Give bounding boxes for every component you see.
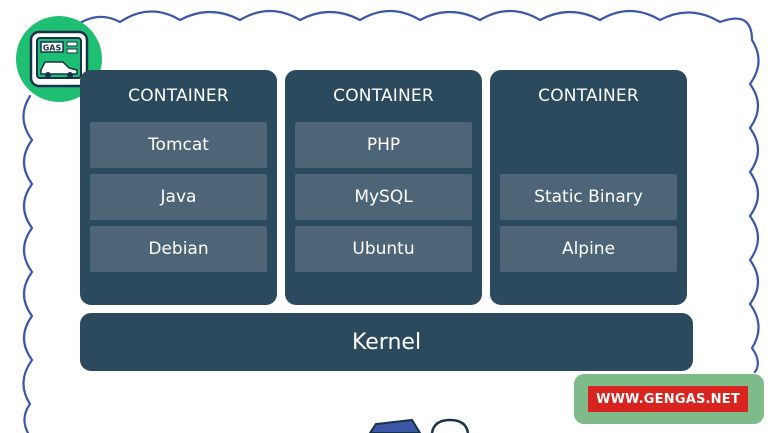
layer-alpine: Alpine — [500, 226, 677, 272]
gas-station-icon: GAS — [29, 30, 89, 88]
container-title: CONTAINER — [538, 86, 639, 106]
layer-tomcat: Tomcat — [90, 122, 267, 168]
logo-text: GAS — [43, 44, 62, 53]
container-title: CONTAINER — [128, 86, 229, 106]
truck-illustration — [368, 418, 470, 433]
site-url-link[interactable]: WWW.GENGAS.NET — [588, 386, 748, 412]
layer-mysql: MySQL — [295, 174, 472, 220]
container-2: CONTAINER PHP MySQL Ubuntu — [285, 70, 482, 305]
layer-ubuntu: Ubuntu — [295, 226, 472, 272]
site-badge[interactable]: WWW.GENGAS.NET — [574, 374, 764, 424]
gas-station-logo: GAS — [16, 16, 102, 102]
layer-java: Java — [90, 174, 267, 220]
container-3: CONTAINER Static Binary Alpine — [490, 70, 687, 305]
layer-php: PHP — [295, 122, 472, 168]
layer-static-binary: Static Binary — [500, 174, 677, 220]
container-1: CONTAINER Tomcat Java Debian — [80, 70, 277, 305]
layer-debian: Debian — [90, 226, 267, 272]
kernel-layer: Kernel — [80, 313, 693, 371]
container-title: CONTAINER — [333, 86, 434, 106]
